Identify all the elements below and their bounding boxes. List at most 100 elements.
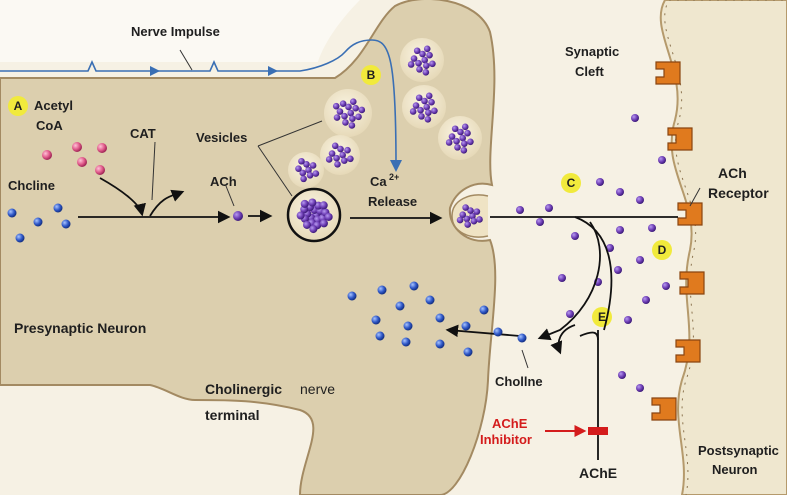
choline-molecule — [409, 281, 419, 291]
label-nerve: nerve — [300, 381, 335, 397]
ach-molecule — [431, 107, 438, 115]
ach-molecule — [453, 137, 460, 145]
svg-text:C: C — [567, 176, 576, 190]
ach-molecule — [464, 129, 471, 137]
ach-molecule — [418, 113, 425, 120]
ach-molecule — [423, 103, 430, 111]
label-postsynaptic-2: Neuron — [712, 462, 758, 477]
ach-molecule — [415, 59, 422, 67]
ach-molecule — [309, 225, 318, 234]
ach-molecule — [339, 151, 346, 159]
label-ache-inhibitor-2: Inhibitor — [480, 432, 532, 447]
choline-molecule — [517, 333, 527, 343]
receptor — [679, 271, 705, 295]
ach-molecule — [347, 109, 355, 117]
ach-molecule — [459, 134, 466, 142]
svg-text:A: A — [14, 99, 23, 113]
ach-molecule — [341, 157, 348, 164]
choline-molecule — [347, 291, 357, 301]
ach-molecule — [331, 142, 339, 150]
ach-molecule — [233, 211, 243, 221]
ach-molecule — [648, 224, 656, 232]
ach-molecule — [476, 216, 483, 223]
svg-text:E: E — [598, 310, 606, 324]
ach-molecule — [303, 161, 310, 168]
ach-molecule — [336, 108, 344, 115]
receptor — [675, 339, 701, 363]
ach-molecule — [467, 207, 474, 214]
ach-molecule — [451, 125, 459, 133]
svg-text:D: D — [658, 243, 667, 257]
ach-molecule — [423, 62, 430, 69]
ach-molecule — [298, 157, 305, 165]
ach-molecule — [448, 133, 456, 140]
ach-molecule — [339, 100, 347, 107]
background-highlight — [0, 0, 360, 62]
ach-molecule — [558, 274, 566, 282]
receptor — [651, 397, 677, 421]
ach-molecule — [319, 219, 328, 228]
ach-molecule — [416, 66, 423, 73]
badge-c: C — [561, 173, 581, 193]
label-release: Release — [368, 194, 417, 209]
ach-molecule — [308, 198, 317, 207]
ach-molecule — [309, 162, 317, 169]
ach-molecule — [469, 212, 476, 220]
label-ach-receptor-2: Receptor — [708, 185, 769, 201]
ach-molecule — [616, 188, 624, 196]
ach-molecule — [462, 204, 469, 211]
ach-molecule — [413, 47, 421, 55]
choline-molecule — [403, 321, 413, 331]
choline-molecule — [425, 295, 435, 305]
ach-molecule — [566, 310, 574, 318]
ach-molecule — [421, 56, 428, 64]
label-ca: Ca — [370, 174, 387, 189]
badge-d: D — [652, 240, 672, 260]
ach-molecule — [295, 165, 302, 172]
ach-molecule — [425, 92, 433, 100]
label-ach: ACh — [210, 174, 237, 189]
choline-molecules-in — [7, 203, 71, 243]
ach-molecule — [306, 172, 314, 179]
label-cholinergic: Cholinergic — [205, 381, 282, 397]
ach-molecule — [349, 115, 356, 123]
receptor — [677, 202, 703, 226]
ach-molecule — [334, 161, 341, 168]
ach-molecule — [424, 116, 432, 123]
released-ach-cluster — [456, 204, 483, 228]
choline-molecule — [479, 305, 489, 315]
label-presynaptic-neuron: Presynaptic Neuron — [14, 320, 146, 336]
ach-molecule — [410, 55, 418, 62]
ach-molecule — [300, 175, 307, 183]
ach-molecule — [429, 60, 436, 68]
choline-molecule — [377, 285, 387, 295]
ach-molecule — [345, 103, 352, 111]
ach-molecule — [333, 154, 340, 162]
label-choline-out: Chollne — [495, 374, 543, 389]
nerve-impulse-trace — [0, 39, 397, 166]
ach-molecule — [412, 102, 420, 109]
ach-molecule — [423, 45, 431, 53]
label-ache-inhibitor-1: AChE — [492, 416, 528, 431]
ach-molecule — [417, 106, 424, 114]
cleft-ach-molecules — [516, 114, 670, 392]
label-cat: CAT — [130, 126, 156, 141]
vesicles — [286, 38, 482, 243]
ach-molecule — [352, 104, 359, 112]
choline-molecule — [461, 321, 471, 331]
ache-inhibitor-block — [588, 427, 608, 435]
ach-molecule — [358, 106, 366, 114]
ach-molecule — [342, 119, 349, 126]
ach-molecule — [415, 94, 423, 102]
ach-molecule — [642, 296, 650, 304]
ach-molecule — [536, 218, 544, 226]
label-acetyl: Acetyl — [34, 98, 73, 113]
label-ca-superscript: 2+ — [389, 172, 399, 182]
ach-molecule — [349, 98, 357, 106]
ach-molecule — [332, 102, 340, 110]
ach-molecule — [461, 140, 468, 147]
ach-molecule — [467, 138, 474, 146]
ach-molecule — [662, 282, 670, 290]
choline-molecule — [395, 301, 405, 311]
ach-molecule — [409, 108, 417, 115]
